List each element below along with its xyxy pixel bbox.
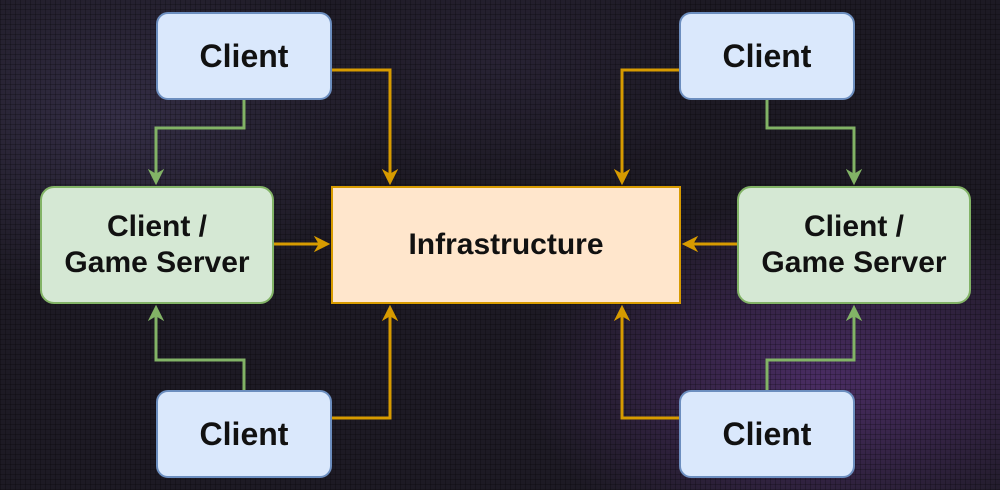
client-node-top-right: Client — [679, 12, 855, 100]
client-label: Client — [722, 37, 812, 74]
edge-client-bl-to-server-left — [147, 304, 246, 390]
server-label-line2: Game Server — [761, 246, 947, 279]
client-label: Client — [199, 415, 289, 452]
server-label-line1: Client / — [106, 210, 207, 243]
client-node-top-left: Client — [156, 12, 332, 100]
edge-client-tl-to-infra — [332, 68, 399, 186]
edge-client-tr-to-server-right — [765, 100, 863, 186]
edge-client-br-to-server-right — [765, 304, 863, 390]
infrastructure-node: Infrastructure — [331, 186, 681, 304]
client-node-bottom-right: Client — [679, 390, 855, 478]
game-server-node-right: Client / Game Server — [737, 186, 971, 304]
server-label-line2: Game Server — [64, 246, 250, 279]
client-label: Client — [199, 37, 289, 74]
game-server-node-left: Client / Game Server — [40, 186, 274, 304]
client-node-bottom-left: Client — [156, 390, 332, 478]
edge-client-bl-to-infra — [332, 304, 399, 420]
edge-client-tr-to-infra — [613, 68, 679, 186]
server-label-line1: Client / — [803, 210, 904, 243]
edge-client-tl-to-server-left — [147, 100, 246, 186]
infrastructure-label: Infrastructure — [408, 228, 604, 261]
edge-client-br-to-infra — [613, 304, 679, 420]
client-label: Client — [722, 415, 812, 452]
